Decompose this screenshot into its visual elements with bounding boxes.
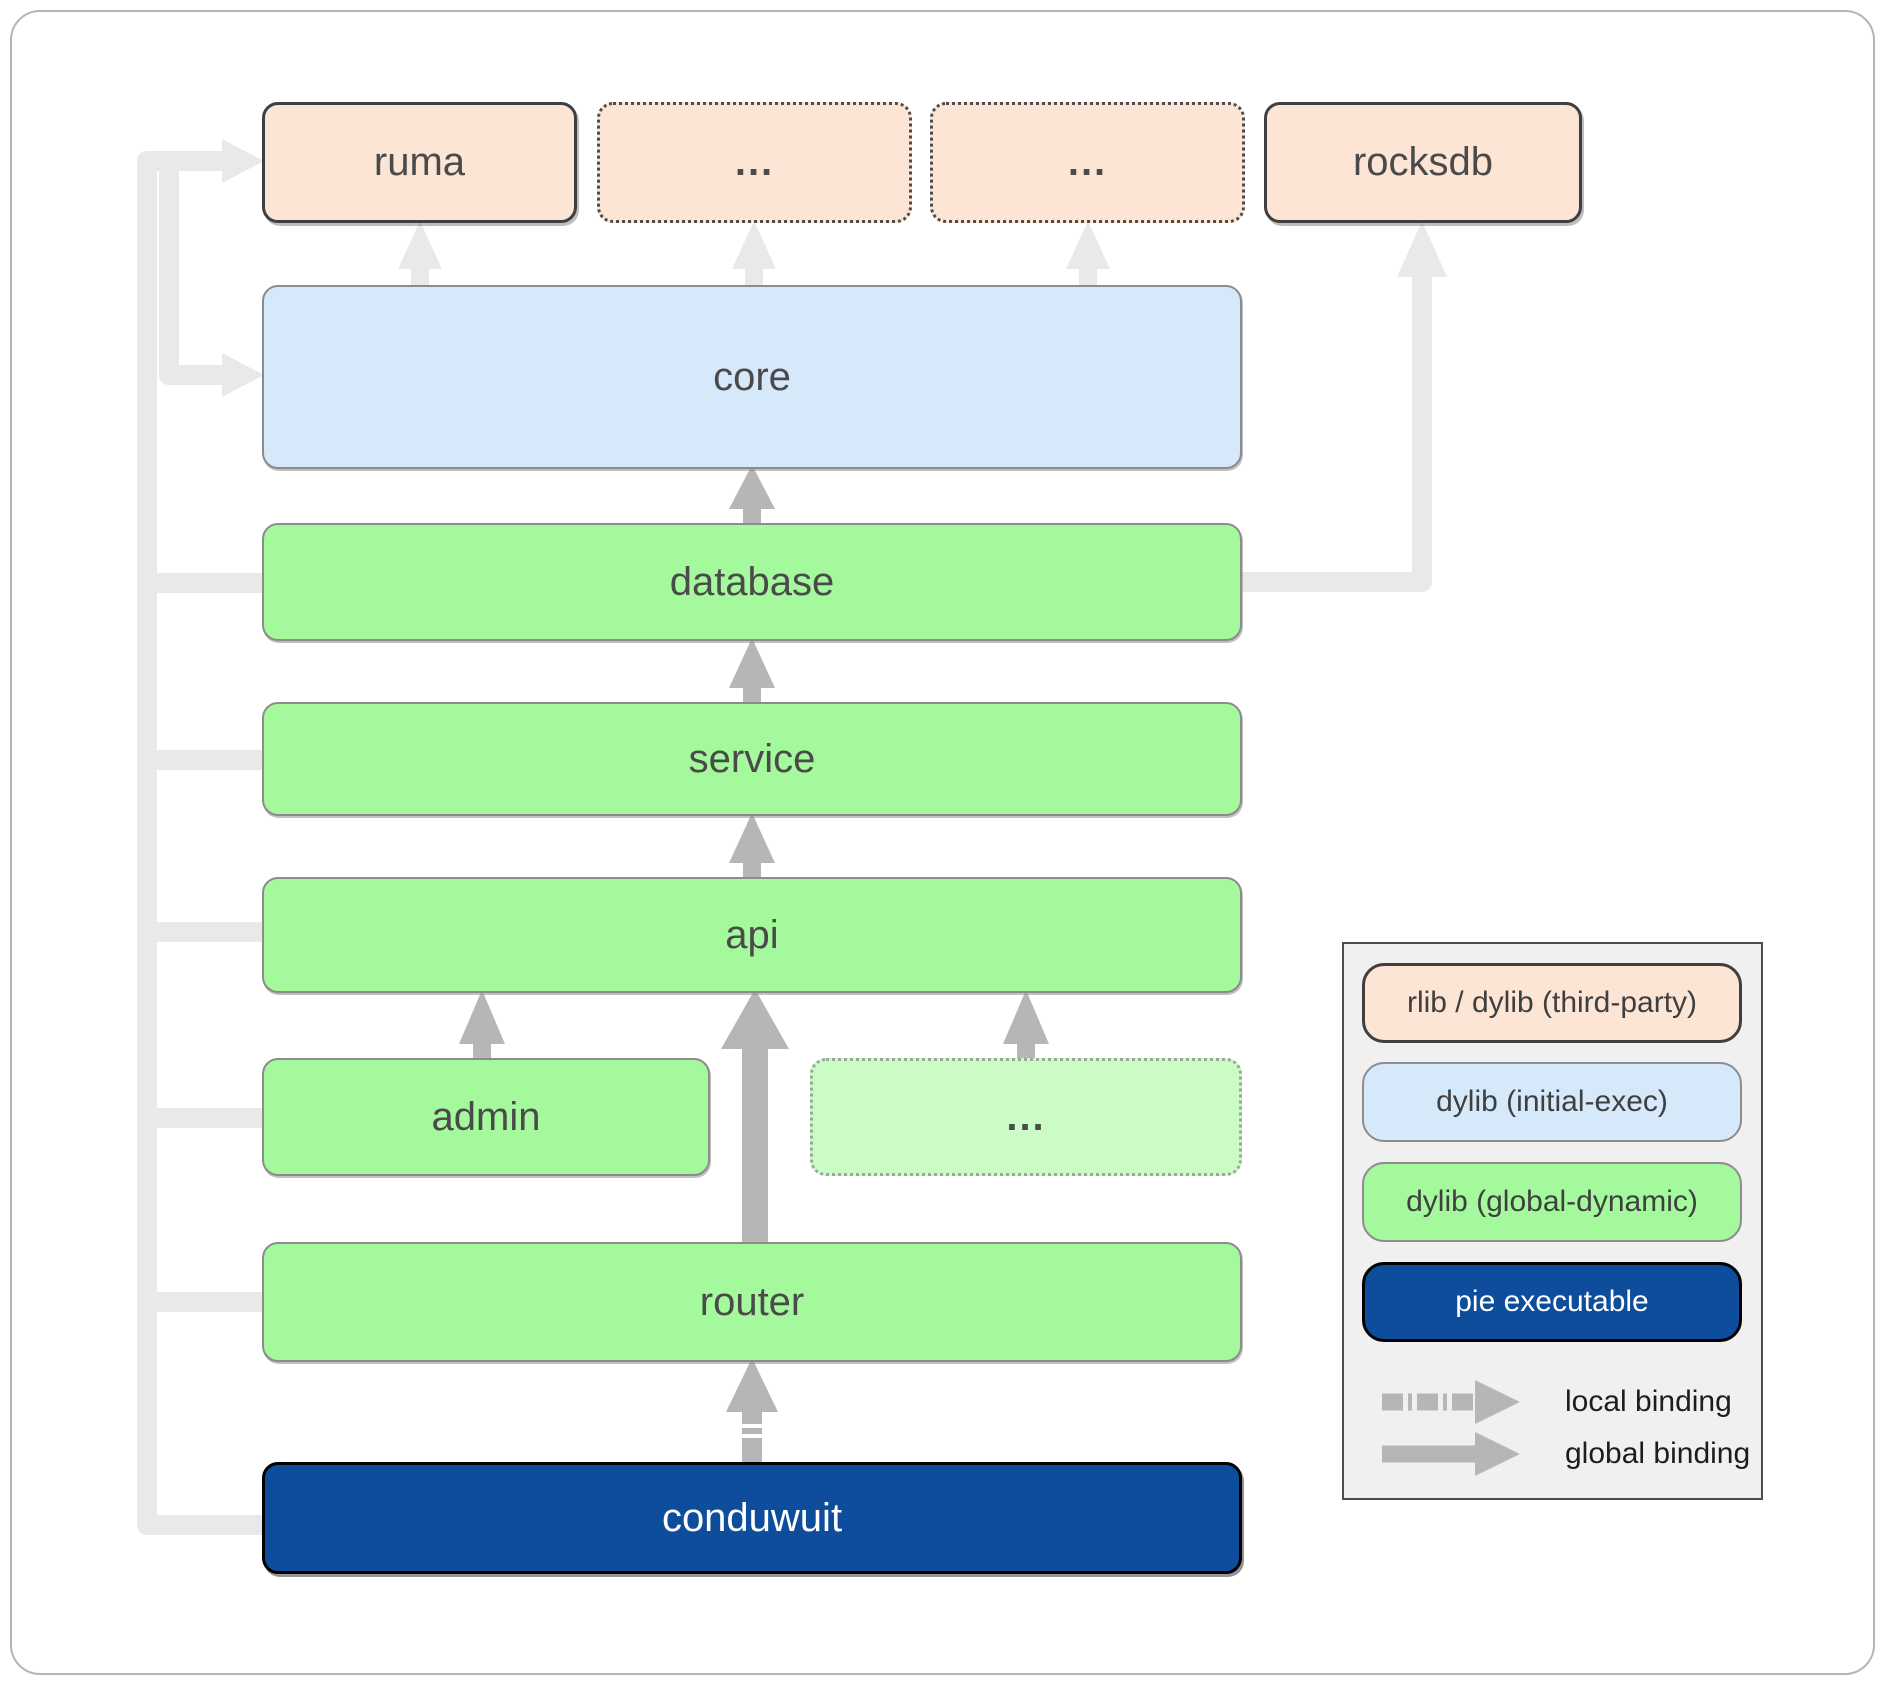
- node-thirdparty-b: ...: [930, 102, 1245, 223]
- legend-global-binding-label: global binding: [1565, 1437, 1751, 1470]
- node-thirdparty-b-label: ...: [1067, 140, 1108, 184]
- legend-item-global-dynamic-label: dylib (global-dynamic): [1406, 1185, 1698, 1218]
- node-conduwuit: conduwuit: [262, 1462, 1242, 1574]
- node-ruma-label: ruma: [373, 140, 466, 184]
- node-database-label: database: [669, 559, 835, 604]
- node-router: router: [262, 1242, 1242, 1362]
- node-service-label: service: [688, 736, 816, 781]
- legend-item-third-party-label: rlib / dylib (third-party): [1406, 986, 1698, 1019]
- node-api: api: [262, 877, 1242, 993]
- node-service: service: [262, 702, 1242, 816]
- legend-item-pie-executable: pie executable: [1362, 1262, 1742, 1342]
- node-other-services-label: ...: [1006, 1094, 1046, 1139]
- legend-item-initial-exec-label: dylib (initial-exec): [1436, 1085, 1668, 1118]
- node-admin: admin: [262, 1058, 710, 1176]
- node-thirdparty-a: ...: [597, 102, 912, 223]
- node-router-label: router: [699, 1279, 805, 1324]
- node-conduwuit-label: conduwuit: [661, 1495, 843, 1540]
- node-core-label: core: [713, 354, 791, 399]
- node-core: core: [262, 285, 1242, 469]
- node-rocksdb: rocksdb: [1264, 102, 1582, 223]
- node-database: database: [262, 523, 1242, 641]
- node-other-services: ...: [810, 1058, 1242, 1176]
- legend-item-global-dynamic: dylib (global-dynamic): [1362, 1162, 1742, 1242]
- node-api-label: api: [725, 912, 779, 957]
- legend-local-binding-label: local binding: [1565, 1385, 1732, 1418]
- node-admin-label: admin: [431, 1094, 541, 1139]
- node-thirdparty-a-label: ...: [734, 140, 775, 184]
- node-ruma: ruma: [262, 102, 577, 223]
- legend-item-pie-executable-label: pie executable: [1455, 1285, 1649, 1318]
- legend-item-initial-exec: dylib (initial-exec): [1362, 1062, 1742, 1142]
- legend-item-third-party: rlib / dylib (third-party): [1362, 963, 1742, 1043]
- node-rocksdb-label: rocksdb: [1352, 140, 1494, 184]
